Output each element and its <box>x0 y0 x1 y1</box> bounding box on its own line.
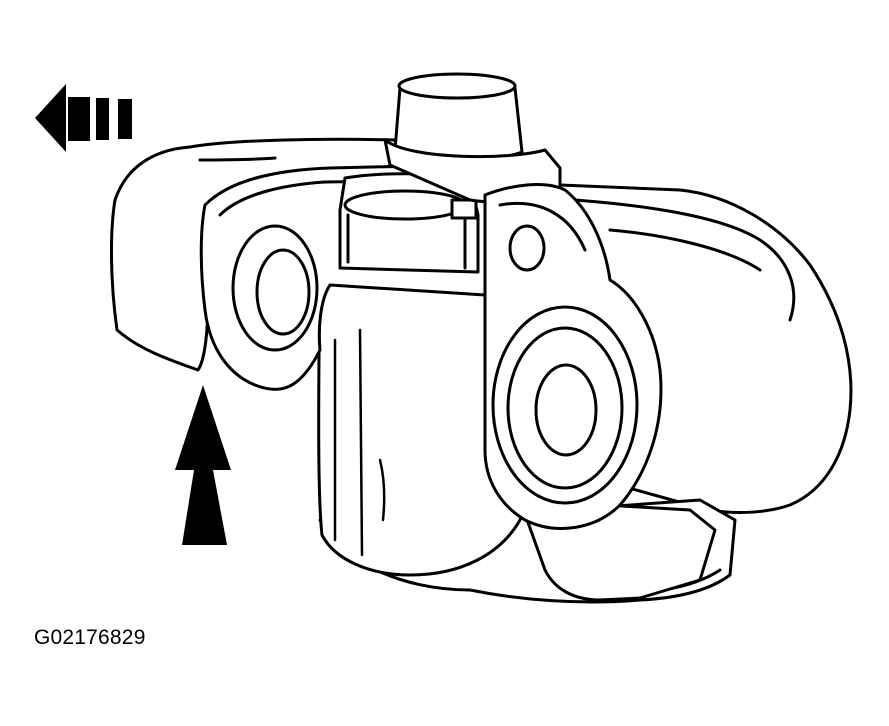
rear-bracket-inner-edge <box>198 156 277 162</box>
up-arrow-icon <box>175 385 231 545</box>
small-hole <box>508 224 546 272</box>
rear-bracket <box>109 137 402 372</box>
housing-left-shading <box>333 328 364 557</box>
piston-rim <box>343 189 467 221</box>
figure-id-label: G02176829 <box>34 626 146 649</box>
right-front-lobe-edge <box>498 202 587 252</box>
piston-notch <box>450 198 478 220</box>
right-rear-inner-line <box>608 228 762 272</box>
left-bore-inner <box>255 248 311 336</box>
front-flange-inner <box>218 178 462 217</box>
piston-wall <box>346 213 467 270</box>
housing-seam <box>378 458 386 522</box>
right-rear-rim <box>573 198 796 322</box>
right-bore-inner <box>534 363 598 457</box>
dashed-left-arrow-icon <box>35 84 132 152</box>
top-shaft-end <box>397 72 517 100</box>
